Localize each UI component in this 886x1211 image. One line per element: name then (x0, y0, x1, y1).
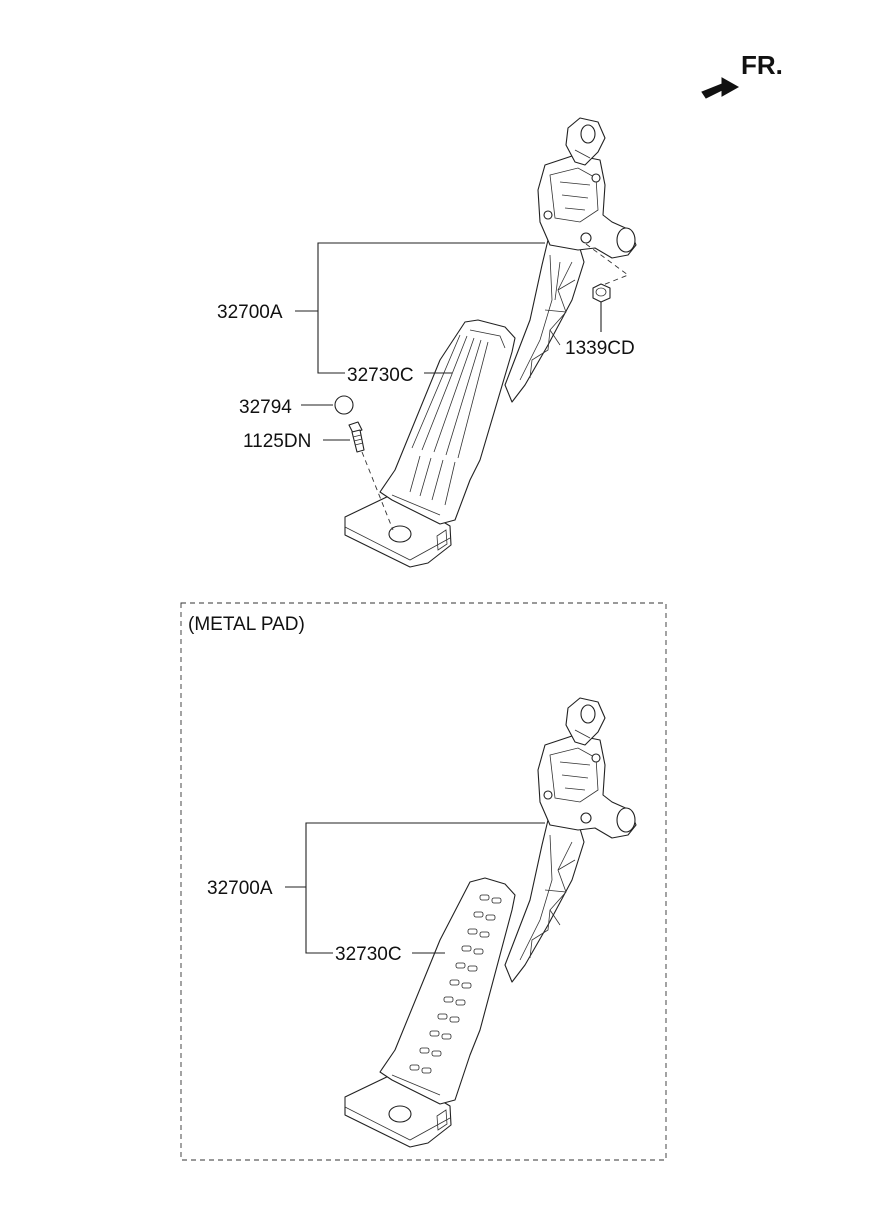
label-32700A-metal: 32700A (207, 878, 273, 899)
assembly-bracket-top (317, 242, 545, 374)
label-1125DN: 1125DN (243, 431, 311, 452)
front-label: FR. (741, 50, 783, 80)
pedal-illustration-metal (344, 697, 637, 1148)
top-pedal-assembly: 32700A 32730C 32794 1125DN 1339CD (217, 117, 637, 568)
label-1339CD: 1339CD (565, 338, 635, 359)
metal-pad-title: (METAL PAD) (188, 614, 305, 635)
front-direction-indicator: FR. (701, 50, 783, 99)
metal-pad-variant-box: (METAL PAD) (180, 602, 667, 1161)
label-32700A-top: 32700A (217, 302, 283, 323)
nut-part (585, 243, 629, 332)
assembly-bracket-metal (305, 822, 545, 954)
front-arrow-icon (701, 77, 740, 99)
label-32730C-top: 32730C (347, 365, 414, 386)
label-32794: 32794 (239, 397, 292, 418)
label-32730C-metal: 32730C (335, 944, 402, 965)
stopper-part (301, 395, 354, 415)
bolt-part (323, 421, 394, 531)
